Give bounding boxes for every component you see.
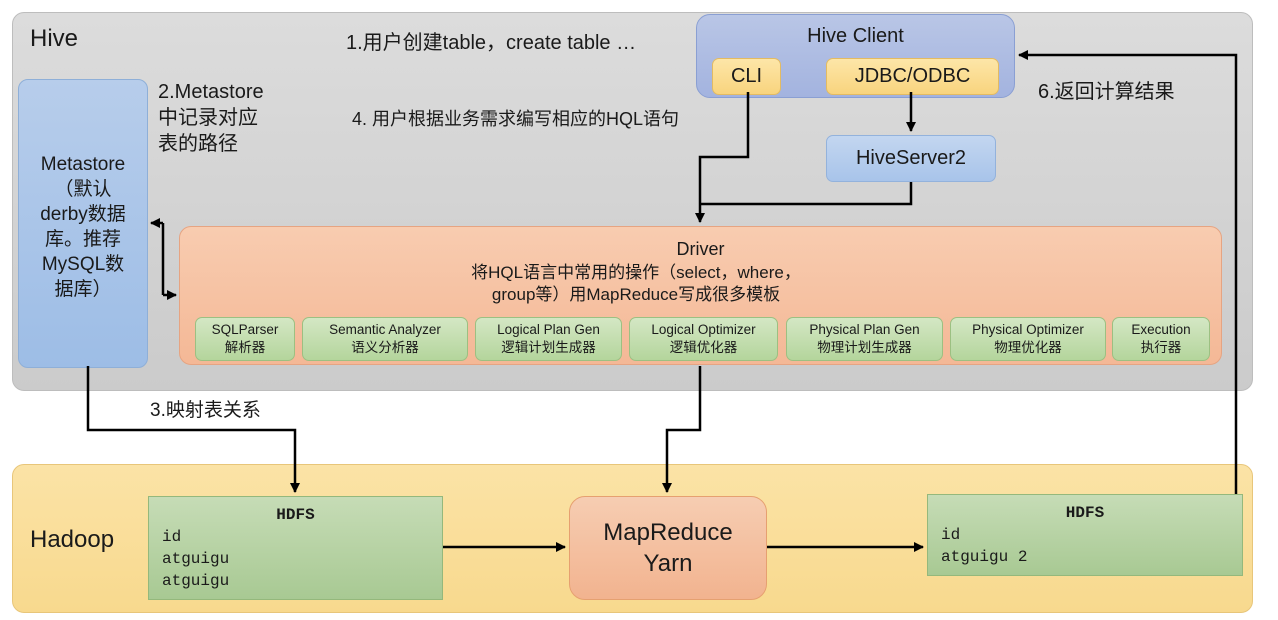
metastore-line: 据库）	[54, 279, 112, 300]
step-label-en: SQLParser	[211, 322, 279, 337]
arrow-driver-to-mapreduce	[662, 366, 702, 493]
step-label-zh: 物理优化器	[994, 340, 1062, 355]
hive-region-label: Hive	[30, 25, 79, 52]
note-step1-create-table: 1.用户创建table，create table …	[346, 32, 637, 54]
note-step2-line: 表的路径	[158, 133, 238, 155]
note-step2-line: 中记录对应	[158, 107, 258, 129]
note-step2-line: 2.Metastore	[158, 81, 264, 103]
driver-description-line: group等）用MapReduce写成很多模板	[491, 285, 781, 304]
note-step4-write-hql: 4. 用户根据业务需求编写相应的HQL语句	[352, 109, 680, 129]
driver-title: Driver	[676, 239, 725, 259]
jdbc-odbc-box[interactable]: JDBC/ODBC	[826, 58, 999, 95]
hdfs-input-row: atguigu	[162, 550, 230, 568]
step-label-en: Physical Plan Gen	[809, 322, 920, 337]
step-label-en: Logical Plan Gen	[497, 322, 600, 337]
step-label-zh: 逻辑计划生成器	[501, 340, 596, 355]
hadoop-region-label: Hadoop	[30, 526, 115, 553]
step-label-zh: 执行器	[1140, 340, 1182, 355]
step-execution[interactable]: Execution 执行器	[1112, 317, 1210, 361]
step-sql-parser[interactable]: SQLParser 解析器	[195, 317, 295, 361]
mapreduce-label: MapReduce	[603, 519, 733, 546]
hdfs-input-row: id	[162, 528, 182, 546]
hive-client-title: Hive Client	[807, 25, 904, 47]
note-step2-metastore: 2.Metastore 中记录对应 表的路径	[158, 79, 264, 157]
metastore-line: derby数据	[40, 204, 126, 225]
metastore-label: Metastore （默认 derby数据 库。推荐 MySQL数 据库）	[28, 152, 138, 302]
metastore-box[interactable]: Metastore （默认 derby数据 库。推荐 MySQL数 据库）	[18, 79, 148, 368]
step-semantic-analyzer[interactable]: Semantic Analyzer 语义分析器	[302, 317, 468, 361]
metastore-line: Metastore	[40, 154, 126, 175]
driver-description: 将HQL语言中常用的操作（select，where， group等）用MapRe…	[180, 262, 1092, 306]
metastore-line: （默认	[54, 179, 112, 200]
step-label-en: Physical Optimizer	[972, 322, 1084, 337]
step-logical-optimizer[interactable]: Logical Optimizer 逻辑优化器	[629, 317, 778, 361]
hdfs-input-title: HDFS	[276, 506, 315, 524]
step-label-en: Logical Optimizer	[651, 322, 756, 337]
hdfs-output-title: HDFS	[1065, 504, 1105, 522]
cli-box[interactable]: CLI	[712, 58, 781, 95]
step-label-zh: 逻辑优化器	[669, 340, 738, 355]
step-label-zh: 解析器	[224, 340, 266, 355]
step-physical-plan-gen[interactable]: Physical Plan Gen 物理计划生成器	[786, 317, 943, 361]
driver-description-line: 将HQL语言中常用的操作（select，where，	[471, 263, 801, 282]
arrow-metastore-to-hdfs	[86, 366, 300, 493]
arrow-cli-to-driver	[695, 92, 750, 223]
driver-box[interactable]: Driver 将HQL语言中常用的操作（select，where， group等…	[179, 226, 1222, 365]
hdfs-output-box[interactable]: HDFS id atguigu 2	[927, 494, 1243, 576]
hdfs-input-box[interactable]: HDFS id atguigu atguigu	[148, 496, 443, 600]
hiveserver2-box[interactable]: HiveServer2	[826, 135, 996, 182]
hive-client-box[interactable]: Hive Client CLI JDBC/ODBC	[696, 14, 1015, 98]
note-step6-return-result: 6.返回计算结果	[1038, 81, 1175, 103]
arrow-result-to-hive-client	[1018, 50, 1238, 494]
step-label-zh: 语义分析器	[351, 340, 419, 355]
mapreduce-yarn-box[interactable]: MapReduce Yarn	[569, 496, 767, 600]
step-logical-plan-gen[interactable]: Logical Plan Gen 逻辑计划生成器	[475, 317, 622, 361]
hdfs-output-row: id	[941, 526, 961, 544]
line-hiveserver2-to-driver	[700, 182, 913, 206]
step-label-en: Execution	[1131, 322, 1191, 337]
hdfs-input-row: atguigu	[162, 572, 230, 590]
hdfs-output-row: atguigu 2	[941, 548, 1028, 566]
metastore-line: MySQL数	[41, 254, 125, 275]
step-label-zh: 物理计划生成器	[817, 340, 912, 355]
step-label-en: Semantic Analyzer	[329, 322, 441, 337]
step-physical-optimizer[interactable]: Physical Optimizer 物理优化器	[950, 317, 1106, 361]
metastore-line: 库。推荐	[44, 229, 121, 250]
note-step3-map-table: 3.映射表关系	[150, 400, 261, 421]
yarn-label: Yarn	[643, 550, 693, 577]
